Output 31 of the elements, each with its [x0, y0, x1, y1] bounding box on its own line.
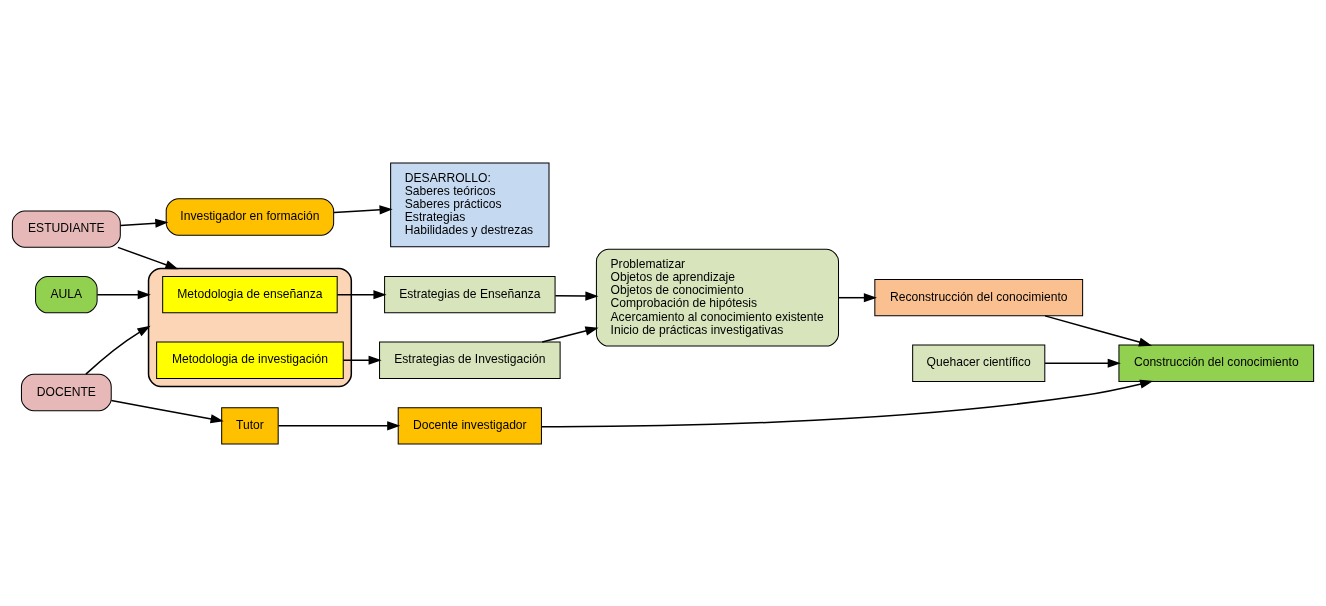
node-box: Problematizar Objetos de aprendizaje Objetos de conocimiento Comprobación de hipótesis Acercamiento al conocimiento existente Inicio de prácticas investigativas — [595, 248, 840, 347]
arrow — [554, 291, 599, 301]
node-box: AULA — [35, 275, 98, 313]
node-box: Construcción del conocimiento — [1118, 344, 1315, 382]
cluster — [147, 267, 353, 387]
arrow — [1044, 358, 1121, 368]
arrow — [110, 399, 224, 423]
node-box: DESARROLLO: Saberes teóricos Saberes prácticos Estrategias Habilidades y destrezas — [390, 162, 550, 247]
arrow — [333, 204, 393, 214]
node-box: Metodologia de enseñanza — [162, 275, 338, 313]
node-box: Reconstrucción del conocimiento — [874, 278, 1084, 316]
node-box: Estrategias de Investigación — [379, 341, 561, 379]
arrow — [96, 289, 151, 299]
arrow — [277, 420, 401, 430]
node-box: Quehacer científico — [912, 344, 1046, 382]
arrow — [837, 292, 877, 302]
arrow — [119, 218, 169, 228]
arrow — [541, 326, 599, 343]
arrow — [1044, 314, 1153, 347]
node-box: Docente investigador — [397, 406, 542, 444]
arrow — [336, 289, 387, 299]
arrow — [85, 325, 151, 375]
node-box: DOCENTE — [20, 373, 112, 411]
arrow — [342, 355, 382, 365]
node-box: ESTUDIANTE — [11, 209, 121, 248]
arrow — [117, 246, 179, 269]
node-box: Investigador en formación — [165, 197, 335, 236]
node-box: Tutor — [221, 406, 279, 444]
node-box: Estrategias de Enseñanza — [384, 275, 556, 313]
node-box: Metodologia de investigación — [156, 341, 344, 379]
arrow — [541, 379, 1154, 427]
